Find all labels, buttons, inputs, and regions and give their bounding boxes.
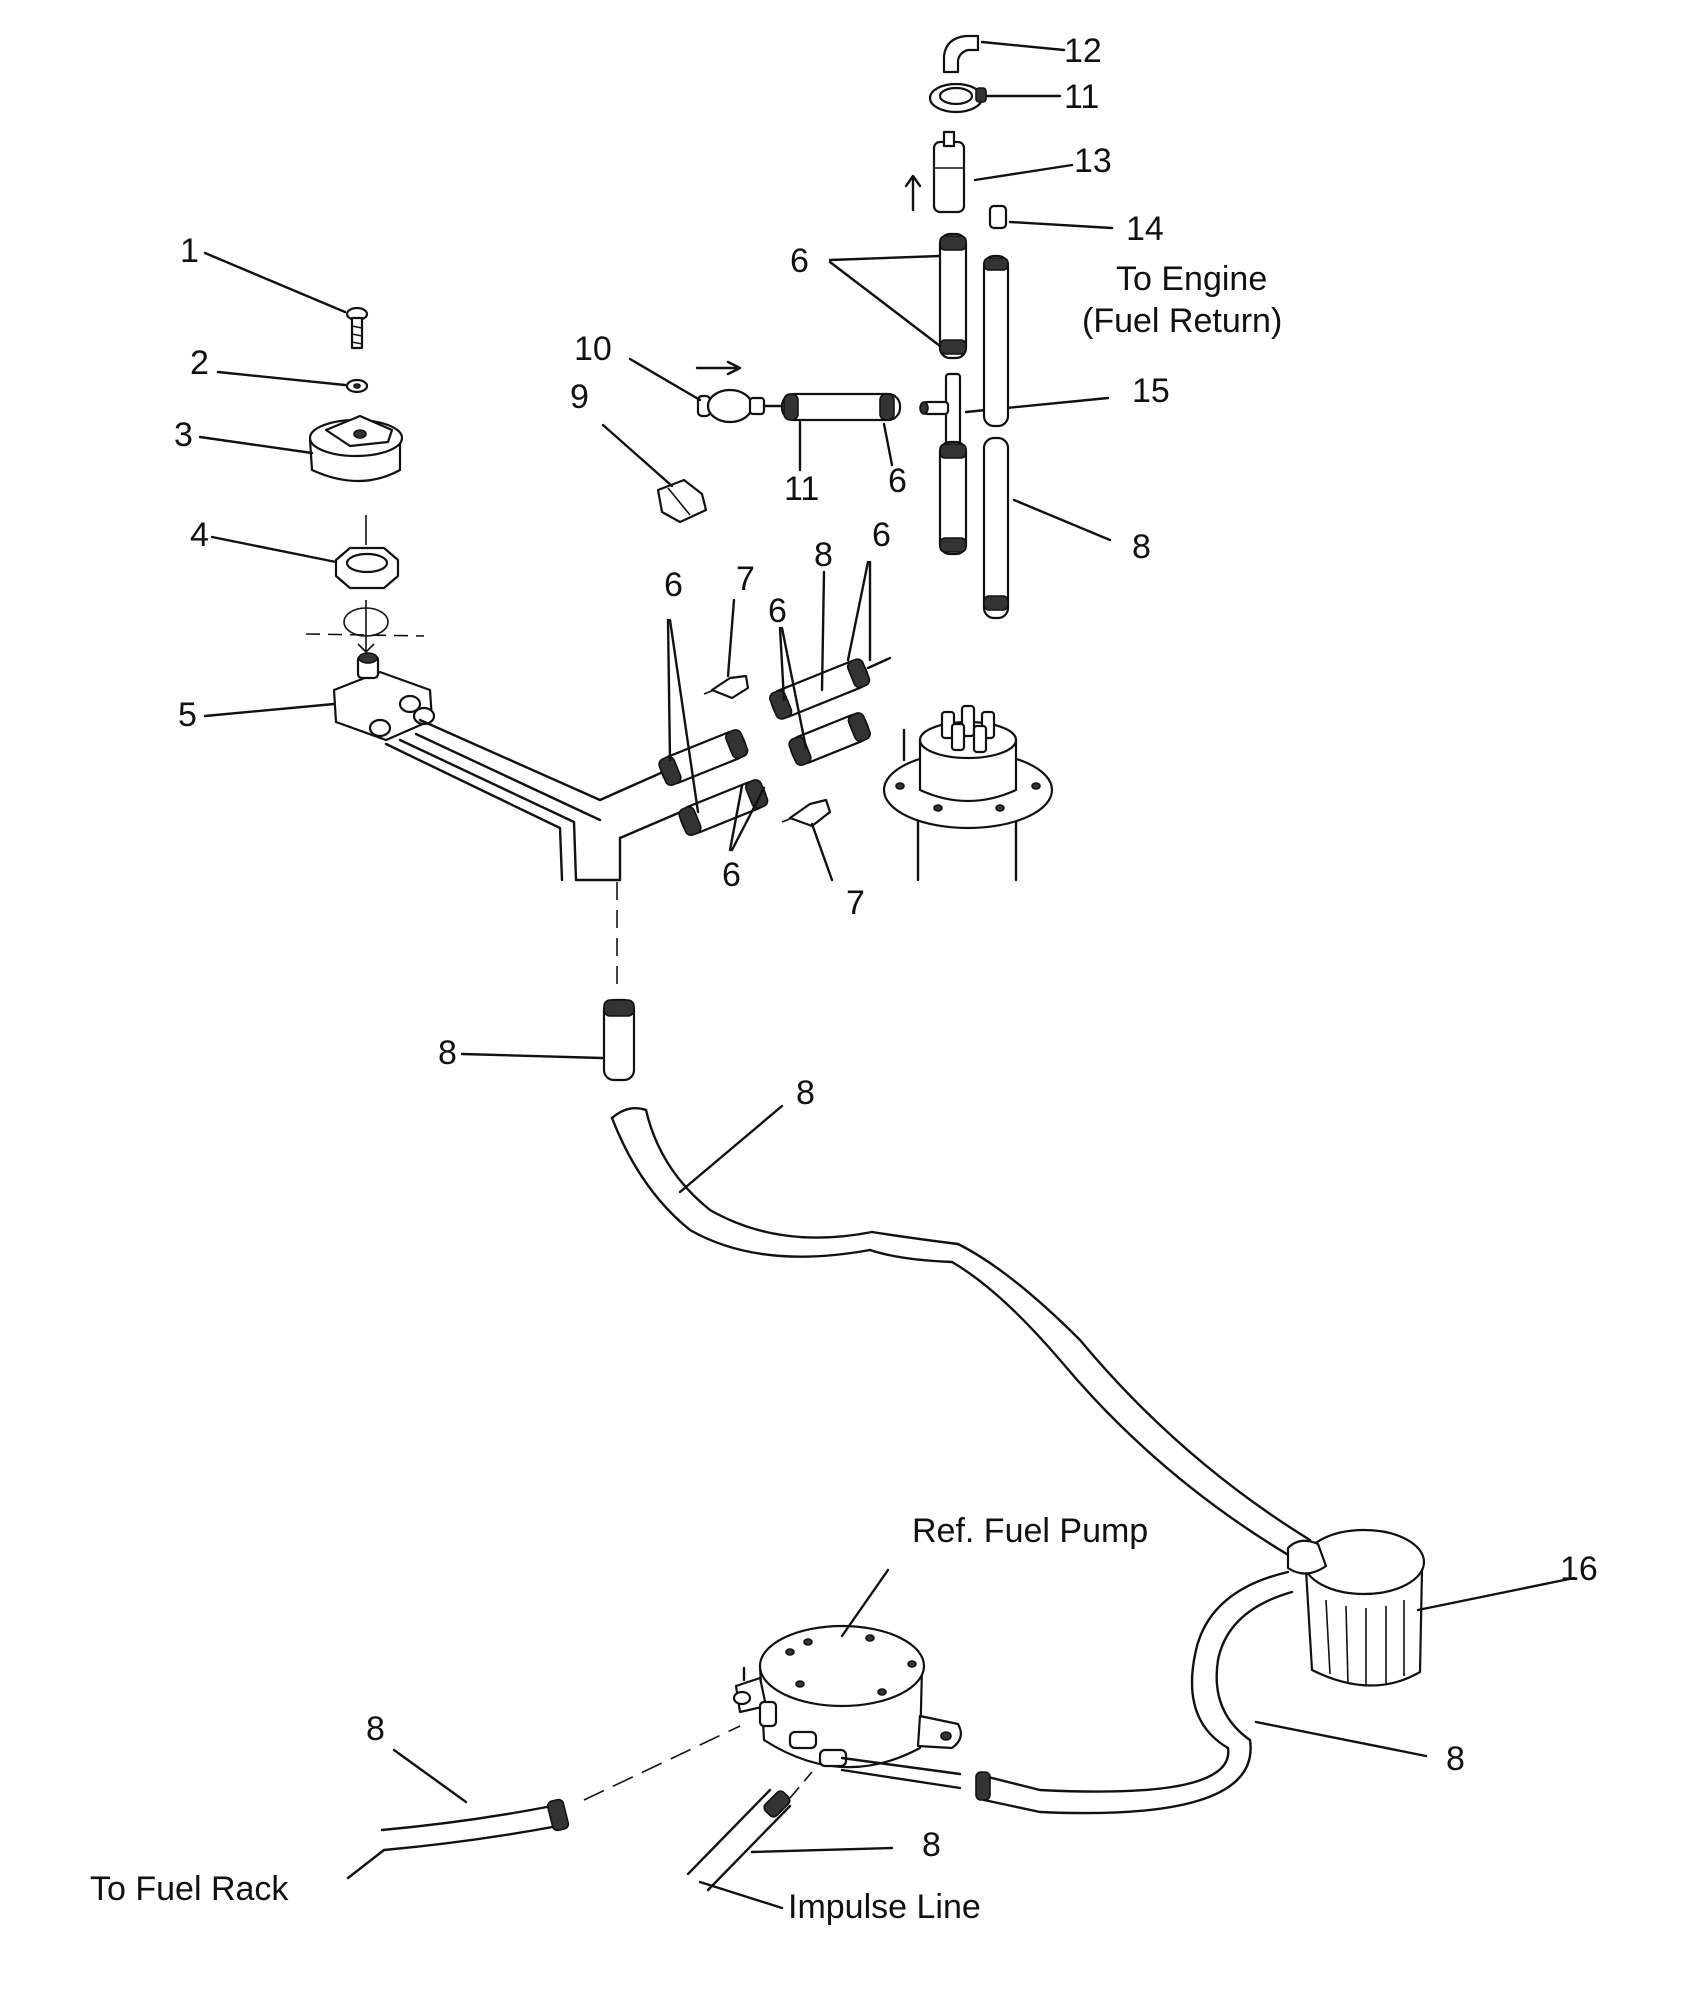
leader-10 — [628, 357, 702, 402]
leader-6-top-a — [828, 254, 942, 262]
leader-2 — [216, 370, 347, 387]
part-10-inline-filter — [695, 360, 766, 424]
part-8-impulse-hose — [686, 1771, 813, 1892]
label-6-mid: 6 — [768, 592, 787, 630]
annotation-fuel-return: (Fuel Return) — [1082, 302, 1282, 340]
label-7-upper: 7 — [736, 560, 755, 598]
leader-14 — [1008, 220, 1114, 230]
label-6-right: 6 — [872, 516, 891, 554]
valve-lines — [384, 718, 692, 985]
label-9: 9 — [570, 378, 589, 416]
fuel-tank-sender — [882, 704, 1054, 882]
leader-6-mid-a — [778, 626, 786, 702]
part-8-long-fuel-hose — [610, 1107, 1312, 1564]
part-5-valve — [332, 652, 436, 742]
leader-8-return — [1012, 498, 1112, 542]
label-8-short: 8 — [438, 1034, 457, 1072]
label-5: 5 — [178, 696, 197, 734]
part-8-filter-to-pump-hose — [975, 1570, 1294, 1815]
label-4: 4 — [190, 516, 209, 554]
annotation-to-engine: To Engine — [1116, 260, 1267, 298]
annotation-impulse-line: Impulse Line — [788, 1888, 981, 1926]
leader-8-mid — [820, 570, 826, 692]
label-14: 14 — [1126, 210, 1164, 248]
part-12-elbow — [942, 34, 980, 74]
part-2-washer — [345, 378, 369, 394]
part-8-hose-to-fuel-rack — [346, 1725, 741, 1880]
part-11-clamp-top — [928, 82, 987, 114]
leader-8-short — [460, 1052, 604, 1060]
part-7-check-valve-upper — [703, 674, 750, 700]
part-8-return-hose-upper — [982, 254, 1010, 428]
label-6-top: 6 — [790, 242, 809, 280]
part-8-short-hose — [602, 998, 636, 1082]
leader-4 — [210, 535, 338, 564]
label-1: 1 — [180, 232, 199, 270]
leader-6-mid-b — [780, 626, 808, 750]
label-8-mid: 8 — [814, 536, 833, 574]
part-8-return-hose-lower — [982, 436, 1010, 620]
leader-7-upper — [726, 598, 736, 678]
label-16: 16 — [1560, 1550, 1598, 1588]
label-15: 15 — [1132, 372, 1170, 410]
leader-6-top-b — [828, 260, 942, 348]
part-16-fuel-filter — [1286, 1528, 1426, 1687]
part-7-check-valve-lower — [781, 798, 832, 828]
leader-6-right-a — [846, 560, 870, 662]
leader-7-lower — [810, 822, 834, 882]
label-8-long: 8 — [796, 1074, 815, 1112]
annotation-ref-fuel-pump: Ref. Fuel Pump — [912, 1512, 1148, 1550]
leader-8-impulse — [750, 1846, 894, 1854]
leader-6-horizontal — [882, 422, 894, 467]
leader-6-left-b — [668, 618, 700, 814]
leader-8-filter-pump — [1254, 1720, 1428, 1758]
leader-9 — [601, 423, 674, 488]
part-13-fitting — [904, 130, 966, 214]
part-9-clip — [656, 478, 708, 524]
leader-5 — [203, 702, 336, 718]
label-8-impulse: 8 — [922, 1826, 941, 1864]
label-10: 10 — [574, 330, 612, 368]
annotation-to-fuel-rack: To Fuel Rack — [90, 1870, 289, 1908]
leader-8-fuel-rack — [392, 1748, 468, 1804]
label-11-top: 11 — [1064, 78, 1099, 116]
label-6-left: 6 — [664, 566, 683, 604]
part-4-nut — [334, 515, 400, 590]
part-1-screw — [345, 306, 369, 350]
part-14-cap — [988, 204, 1008, 230]
leader-impulse-line — [698, 1880, 784, 1910]
leader-12 — [980, 40, 1066, 52]
label-12: 12 — [1064, 32, 1102, 70]
leader-6-bottom-b — [730, 786, 766, 852]
leader-1 — [203, 251, 347, 314]
label-6-bottom: 6 — [722, 856, 741, 894]
leader-16 — [1416, 1576, 1576, 1612]
label-6-horizontal: 6 — [888, 462, 907, 500]
leader-ref-fuel-pump — [840, 1568, 890, 1638]
leader-3 — [198, 435, 314, 455]
label-13: 13 — [1074, 142, 1112, 180]
label-8-return: 8 — [1132, 528, 1151, 566]
fuel-pump — [732, 1624, 963, 1790]
part-hose-vertical-lower — [938, 440, 968, 556]
part-3-knob — [308, 414, 404, 483]
label-3: 3 — [174, 416, 193, 454]
leader-8-long — [678, 1104, 784, 1194]
part-6-hose-horizontal — [762, 392, 902, 422]
leader-6-bottom-a — [728, 784, 744, 852]
label-7-lower: 7 — [846, 884, 865, 922]
part-6-hose-vertical-upper — [938, 232, 968, 360]
label-2: 2 — [190, 344, 209, 382]
rotation-indicator — [305, 600, 425, 654]
label-8-fuel-rack: 8 — [366, 1710, 385, 1748]
label-8-filter-pump: 8 — [1446, 1740, 1465, 1778]
leader-6-left-a — [666, 618, 672, 762]
label-11-lower: 11 — [784, 470, 819, 508]
part-6-hose-cluster — [658, 656, 892, 837]
leader-13 — [973, 163, 1074, 182]
